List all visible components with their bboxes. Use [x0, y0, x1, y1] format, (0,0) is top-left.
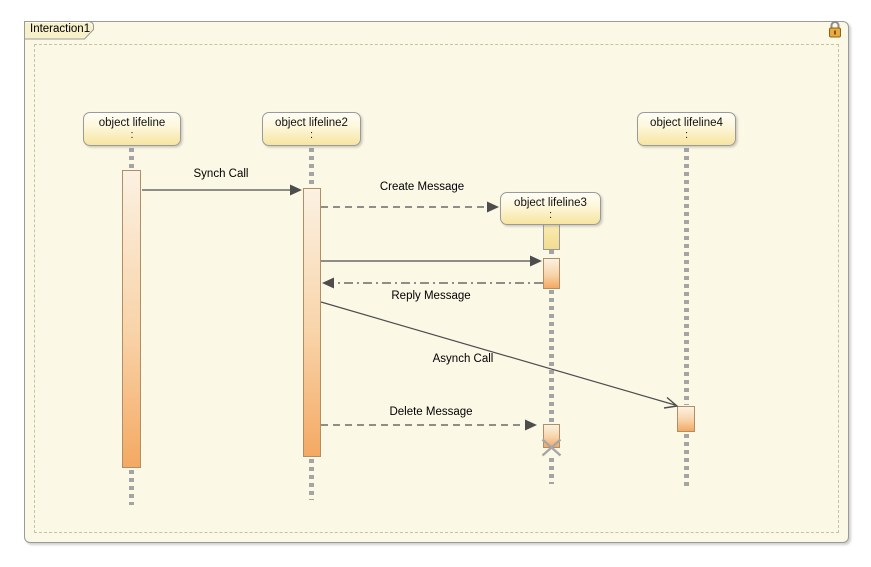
lifeline-4-dash[interactable]	[683, 148, 689, 405]
lifeline-head-3[interactable]: object lifeline3 :	[500, 192, 601, 225]
lifeline-2-dash[interactable]	[308, 148, 314, 186]
lifeline-2-dash[interactable]	[308, 459, 314, 500]
lifeline-head-2[interactable]: object lifeline2 :	[262, 112, 361, 146]
activation-lifeline-1[interactable]	[122, 170, 141, 468]
activation-lifeline-3-delete[interactable]	[543, 424, 560, 448]
message-label-asynch-call[interactable]: Asynch Call	[432, 353, 494, 365]
lifeline-instance-colon: :	[684, 129, 689, 141]
lifeline-head-1[interactable]: object lifeline :	[83, 112, 181, 146]
lifeline-name: object lifeline	[98, 117, 166, 129]
lifeline-name: object lifeline3	[514, 197, 587, 209]
activation-lifeline-4[interactable]	[677, 406, 695, 432]
lock-icon	[829, 21, 841, 38]
lifeline-instance-colon: :	[309, 129, 314, 141]
message-label-reply[interactable]: Reply Message	[391, 290, 471, 302]
message-label-create[interactable]: Create Message	[379, 181, 465, 193]
lifeline-name: object lifeline4	[650, 117, 723, 129]
lifeline-4-dash[interactable]	[683, 434, 689, 490]
activation-lifeline-2[interactable]	[303, 188, 321, 457]
lifeline-instance-colon: :	[130, 129, 134, 141]
message-label-synch-call[interactable]: Synch Call	[193, 168, 249, 180]
interaction-frame[interactable]	[24, 21, 849, 543]
lifeline-instance-colon: :	[548, 209, 553, 221]
creation-stub-lifeline-3[interactable]	[543, 224, 560, 250]
lifeline-head-4[interactable]: object lifeline4 :	[637, 112, 736, 146]
message-label-delete[interactable]: Delete Message	[389, 406, 473, 418]
frame-title: Interaction1	[30, 23, 91, 35]
lifeline-3-dash[interactable]	[548, 458, 554, 484]
activation-lifeline-3-call[interactable]	[543, 258, 560, 289]
frame-tab-shape[interactable]	[24, 21, 96, 40]
lifeline-3-dash[interactable]	[548, 290, 554, 423]
lifeline-1-dash[interactable]	[128, 470, 134, 505]
lifeline-name: object lifeline2	[275, 117, 348, 129]
lifeline-1-dash[interactable]	[128, 148, 134, 168]
lifeline-3-dash[interactable]	[548, 250, 554, 258]
interaction-boundary	[34, 44, 839, 533]
